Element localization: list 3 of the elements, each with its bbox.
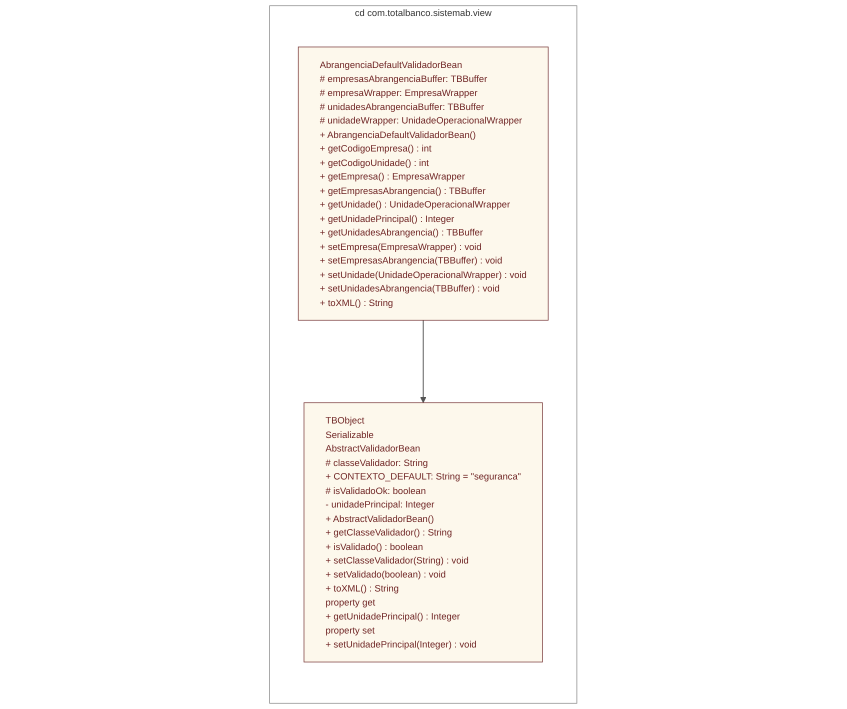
node-box: AbrangenciaDefaultValidadorBean # empresasAbrangenciaBuffer: TBBuffer # empresaWrapper: EmpresaWrapper # unidadesAbrangenciaBuffer: TBBuffer # unidadeWrapper: UnidadeOperacionalWrapper + AbrangenciaDefaultValidadorBean() + getCodigoEmpresa() : int + getCodigoUnidade() : int + getEmpresa() : EmpresaWrapper + getEmpresasAbrangencia() : TBBuffer + getUnidade() : UnidadeOperacionalWrapper + getUnidadePrincipal() : Integer + getUnidadesAbrangencia() : TBBuffer + setEmpresa(EmpresaWrapper) : void + setEmpresasAbrangencia(TBBuffer) : void + setUnidade(UnidadeOperacionalWrapper) : void + setUnidadesAbrangencia(TBBuffer) : void + toXML() : String <box>298 46 549 321</box>
node-box: TBObject Serializable AbstractValidadorBean # classeValidador: String + CONTEXTO_DEFAULT: String = "seguranca" # isValidadoOk: boolean - unidadePrincipal: Integer + AbstractValidadorBean() + getClasseValidador() : String + isValidado() : boolean + setClasseValidador(String) : void + setValidado(boolean) : void + toXML() : String property get + getUnidadePrincipal() : Integer property set + setUnidadePrincipal(Integer) : void <box>304 402 544 662</box>
arrow <box>420 320 427 404</box>
